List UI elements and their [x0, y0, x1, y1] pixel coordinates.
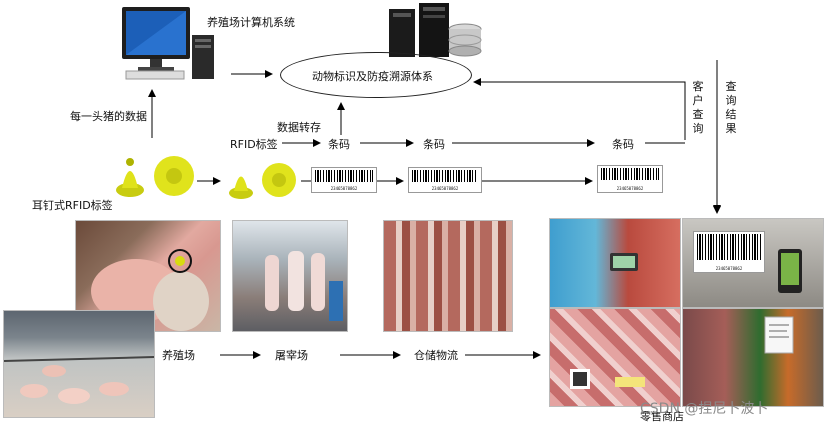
server-database-icon	[385, 3, 485, 61]
traceability-system-label: 动物标识及防疫溯源体系	[312, 70, 433, 83]
barcode-label-3: 条码	[612, 138, 634, 151]
ear-tag-icon-large	[112, 152, 198, 198]
barcode-label-2: 条码	[423, 138, 445, 151]
rfid-tag-label: RFID标签	[230, 138, 278, 151]
meat-storage-photo	[383, 220, 513, 332]
slaughterhouse-photo	[232, 220, 348, 332]
retail-stage-label: 零售商店	[640, 410, 684, 423]
phone-barcode-photo: 23465078862	[682, 218, 824, 308]
barcode-label-1: 条码	[328, 138, 350, 151]
barcode-image-1: 23465078862	[311, 167, 377, 193]
traceability-system-node	[280, 52, 472, 98]
retail-counter-photo	[549, 218, 681, 308]
slaughterhouse-stage-label: 屠宰场	[275, 349, 308, 362]
query-result-label: 查询结果	[725, 80, 737, 135]
packaged-meat-photo	[549, 308, 681, 407]
pig-farm-photo	[3, 310, 155, 418]
farm-system-label: 养殖场计算机系统	[207, 16, 295, 29]
phone-barcode-image: 23465078862	[693, 231, 765, 273]
customer-query-label: 客户查询	[692, 80, 704, 135]
barcode-image-2: 23465078862	[408, 167, 482, 193]
watermark: CSDN @捏尼卜波卜	[640, 401, 769, 417]
per-pig-data-label: 每一头猪的数据	[70, 110, 147, 123]
customer-receipt-photo	[682, 308, 824, 407]
barcode-image-3: 23465078862	[597, 165, 663, 193]
pig-ear-tag-photo	[75, 220, 221, 332]
logistics-stage-label: 仓储物流	[414, 349, 458, 362]
farm-computer-icon	[120, 5, 220, 83]
ear-tag-label: 耳钉式RFID标签	[32, 199, 113, 212]
ear-tag-icon-small	[226, 160, 301, 200]
data-transfer-label: 数据转存	[277, 121, 321, 134]
farm-stage-label: 养殖场	[162, 349, 195, 362]
